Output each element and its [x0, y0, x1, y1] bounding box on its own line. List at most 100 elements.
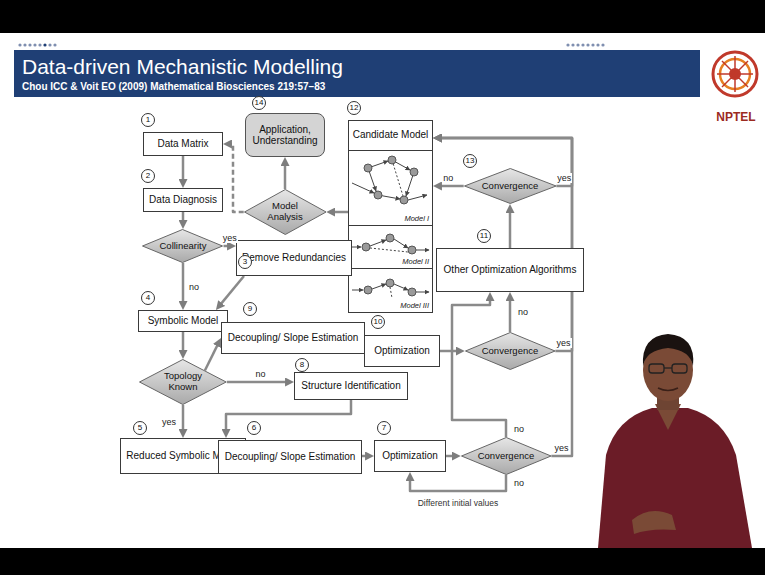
edge-label: no: [188, 282, 200, 292]
lecturer: [598, 334, 752, 548]
node-label: Data Matrix: [157, 138, 208, 150]
nav-dots: [18, 43, 604, 46]
process-box: Remove Redundancies: [236, 240, 352, 276]
node-label: Optimization: [382, 450, 438, 462]
edge-label: no: [517, 307, 529, 317]
process-box: Symbolic Model: [138, 310, 228, 332]
process-box: Decoupling/ Slope Estimation: [218, 440, 362, 474]
decision-diamond: Collinearity: [142, 229, 223, 263]
diamond-shape: [140, 360, 227, 405]
flow-arrow: [182, 212, 185, 225]
edge-label: yes: [222, 233, 238, 243]
process-box: Optimization: [374, 440, 446, 472]
edge-label: no: [513, 478, 525, 488]
node-label: Model Analysis: [254, 201, 316, 223]
loop-note: Different initial values: [417, 498, 500, 508]
model-panel: Model II: [349, 225, 432, 268]
node-label: Collinearity: [159, 241, 206, 252]
node-label: Decoupling/ Slope Estimation: [228, 332, 359, 344]
decision-diamond: Topology Known: [139, 359, 227, 405]
edge-label: yes: [161, 417, 177, 427]
title-band: [14, 50, 700, 97]
process-box: Data Matrix: [143, 132, 223, 156]
diamond-shape: [464, 169, 556, 204]
flow-arrow: [219, 276, 245, 307]
flow-arrow: [330, 211, 348, 214]
flow-arrow: [437, 138, 572, 351]
decision-diamond: Convergence: [465, 332, 556, 370]
terminal-box: Application, Understanding: [245, 113, 325, 157]
species-dots: [362, 156, 418, 296]
diamond-shape: [465, 333, 555, 370]
edge-label: no: [513, 424, 525, 434]
flow-arrow: [224, 245, 233, 248]
node-label: Data Diagnosis: [149, 194, 217, 206]
candidate-box: Candidate ModelModel I Model II Model III: [348, 120, 433, 313]
node-label: Application, Understanding: [251, 124, 319, 147]
process-box: Decoupling/ Slope Estimation: [221, 322, 365, 354]
callout-number: 11: [477, 229, 491, 243]
callout-number: 7: [377, 421, 391, 435]
flow-arrow: [509, 296, 512, 332]
flow-arrow: [437, 138, 572, 456]
diamond-shape: [461, 438, 551, 475]
flow-arrow: [227, 144, 244, 212]
callout-number: 8: [295, 358, 309, 372]
flow-arrow: [452, 296, 506, 437]
callout-number: 4: [141, 291, 155, 305]
flow-arrow: [410, 475, 506, 491]
callout-number: 2: [141, 169, 155, 183]
model-networks: [352, 160, 429, 298]
flow-arrow: [182, 263, 185, 306]
model-label: Model I: [404, 215, 429, 224]
node-label: Decoupling/ Slope Estimation: [225, 451, 356, 463]
flow-arrow: [226, 400, 351, 434]
model-panel: Model I: [349, 150, 432, 225]
callout-number: 1: [141, 113, 155, 127]
process-box: Optimization: [364, 335, 440, 367]
node-label: Convergence: [478, 451, 535, 462]
model-label: Model III: [400, 302, 429, 311]
decision-diamond: Convergence: [464, 168, 557, 204]
node-label: Symbolic Model: [148, 315, 219, 327]
node-label: Convergence: [482, 346, 539, 357]
node-label: Other Optimization Algorithms: [444, 264, 577, 276]
model-panel: Model III: [349, 268, 432, 312]
callout-number: 3: [238, 255, 252, 269]
callout-number: 9: [243, 302, 257, 316]
callout-number: 13: [463, 154, 477, 168]
flow-arrow: [182, 156, 185, 184]
edge-label: yes: [554, 443, 570, 453]
flow-arrow: [509, 208, 512, 248]
edge-label: yes: [556, 338, 572, 348]
callout-number: 12: [347, 101, 361, 115]
flow-arrow: [182, 405, 185, 434]
decision-diamond: Model Analysis: [244, 189, 327, 235]
edge-label: yes: [556, 173, 572, 183]
model-label: Model II: [402, 258, 429, 267]
flow-arrow: [227, 381, 290, 384]
process-box: Structure Identification: [294, 372, 408, 400]
flow-arrow: [440, 350, 461, 353]
flow-arrow: [437, 185, 464, 188]
flow-arrow: [446, 455, 457, 458]
citation: Chou ICC & Voit EO (2009) Mathematical B…: [22, 81, 325, 93]
node-label: Topology Known: [152, 371, 214, 393]
node-label: Remove Redundancies: [242, 252, 346, 264]
callout-number: 10: [371, 315, 385, 329]
edge-label: no: [254, 369, 266, 379]
callout-number: 14: [252, 96, 266, 110]
decision-diamond: Convergence: [461, 437, 552, 475]
box-heading: Candidate Model: [349, 129, 432, 141]
flow-arrow: [362, 455, 370, 458]
node-label: Convergence: [482, 181, 539, 192]
edge-label: no: [442, 173, 454, 183]
flow-arrow: [205, 342, 219, 371]
diamond-shape: [244, 190, 326, 235]
node-label: Structure Identification: [301, 380, 401, 392]
diamond-shape: [143, 230, 223, 263]
callout-number: 6: [247, 421, 261, 435]
flow-arrow: [182, 332, 185, 355]
callout-number: 5: [133, 421, 147, 435]
